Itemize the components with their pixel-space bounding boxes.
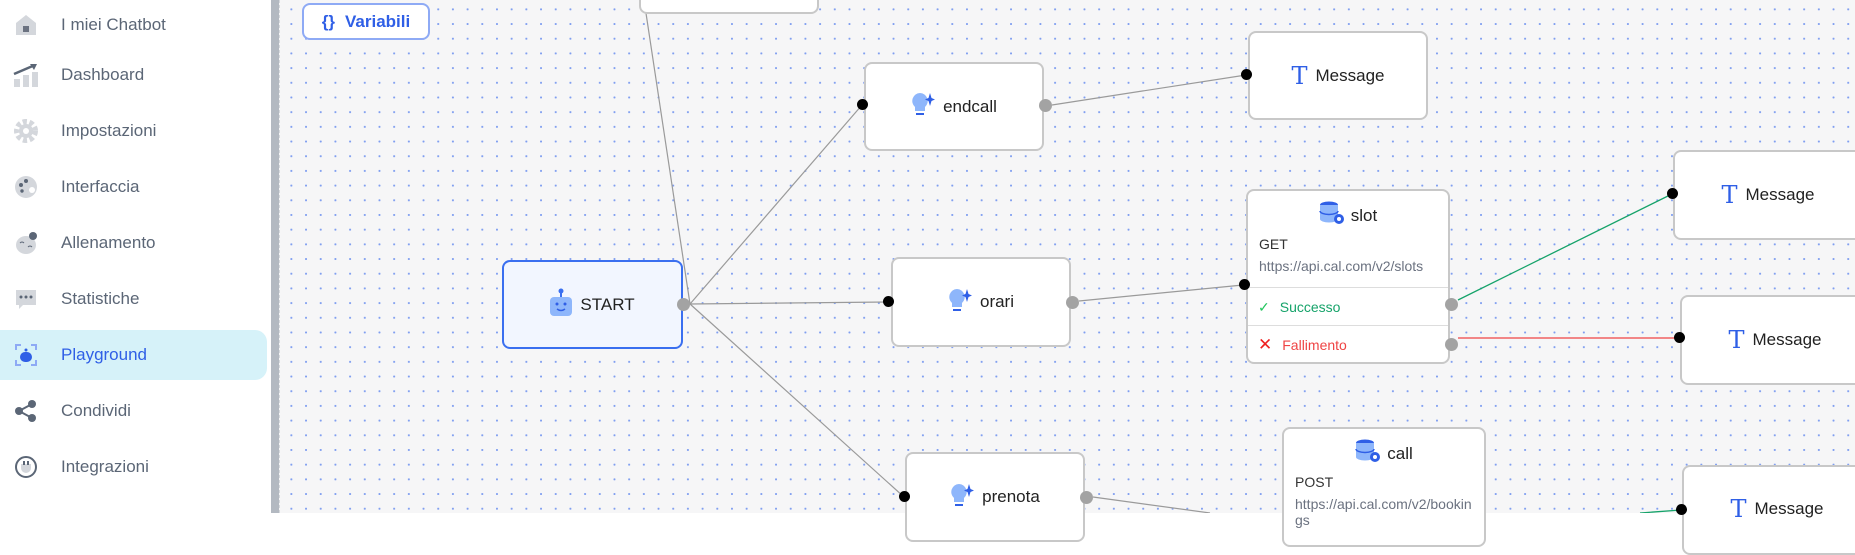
orari-output-handle[interactable]	[1066, 296, 1079, 309]
prenota-output-handle[interactable]	[1080, 491, 1093, 504]
sidebar-item-training[interactable]: Allenamento	[0, 218, 267, 268]
text-t-icon: T	[1291, 61, 1308, 90]
message-3-input-handle[interactable]	[1674, 332, 1685, 343]
chart-trend-icon	[12, 61, 40, 89]
edge-start-top	[643, 0, 691, 305]
success-label: Successo	[1279, 299, 1341, 315]
chat-dots-icon	[12, 285, 40, 313]
sidebar-item-interface[interactable]: Interfaccia	[0, 162, 267, 212]
lightbulb-sparkle-icon	[948, 287, 972, 318]
x-icon: ✕	[1258, 335, 1273, 354]
sidebar-item-label: Condividi	[61, 401, 131, 420]
node-label: Message	[1745, 185, 1815, 204]
message-2-input-handle[interactable]	[1667, 188, 1678, 199]
palette-icon	[12, 173, 40, 201]
sidebar-item-integrations[interactable]: Integrazioni	[0, 442, 267, 492]
slot-success-handle[interactable]	[1445, 298, 1458, 311]
sidebar-item-dashboard[interactable]: Dashboard	[0, 50, 267, 100]
sidebar-item-label: I miei Chatbot	[61, 15, 166, 34]
sidebar-item-chatbots[interactable]: I miei Chatbot	[0, 0, 267, 50]
slot-failure-handle[interactable]	[1445, 338, 1458, 351]
share-icon	[12, 397, 40, 425]
braces-icon: {}	[321, 11, 336, 31]
endcall-output-handle[interactable]	[1039, 99, 1052, 112]
edge-start-prenota	[689, 303, 905, 498]
node-partial-top[interactable]	[639, 0, 819, 14]
sidebar-item-label: Interfaccia	[61, 177, 140, 196]
node-label: prenota	[982, 487, 1040, 506]
start-output-handle[interactable]	[677, 298, 690, 311]
message-1-input-handle[interactable]	[1241, 69, 1252, 80]
robot-icon	[550, 288, 573, 321]
node-message-3[interactable]: T Message	[1680, 295, 1855, 385]
sidebar-item-label: Integrazioni	[61, 457, 149, 476]
node-label: Message	[1752, 330, 1822, 349]
database-gear-icon	[1319, 201, 1345, 230]
edge-start-endcall	[689, 104, 863, 305]
node-message-1[interactable]: T Message	[1248, 31, 1428, 120]
sidebar-item-settings[interactable]: Impostazioni	[0, 106, 267, 156]
edge-prenota-call	[1092, 496, 1211, 513]
database-gear-icon	[1355, 439, 1381, 468]
orari-input-handle[interactable]	[883, 296, 894, 307]
node-message-4[interactable]: T Message	[1682, 465, 1855, 555]
sidebar-item-label: Playground	[61, 345, 148, 364]
node-label: Message	[1315, 65, 1385, 85]
flow-canvas[interactable]	[279, 0, 1855, 513]
node-label: Message	[1754, 499, 1824, 518]
text-t-icon: T	[1721, 181, 1738, 209]
plug-icon	[12, 453, 40, 481]
sidebar-item-label: Dashboard	[61, 65, 145, 84]
home-icon	[12, 11, 40, 39]
variables-button[interactable]: {} Variabili	[302, 3, 430, 40]
edge-endcall-message	[1051, 74, 1247, 106]
node-api-slot[interactable]: slot GET https://api.cal.com/v2/slots ✓ S…	[1246, 189, 1450, 364]
sidebar-resize-handle[interactable]	[271, 0, 279, 513]
sidebar-item-statistics[interactable]: Statistiche	[0, 274, 267, 324]
sidebar-item-share[interactable]: Condividi	[0, 386, 267, 436]
prenota-input-handle[interactable]	[899, 491, 910, 502]
lightbulb-sparkle-icon	[911, 91, 936, 122]
message-4-input-handle[interactable]	[1676, 504, 1687, 515]
sidebar: I miei Chatbot Dashboard Impostazioni In…	[0, 0, 271, 513]
endpoint-url: https://api.cal.com/v2/bookings	[1295, 496, 1472, 528]
node-label: START	[580, 294, 635, 314]
sidebar-item-label: Allenamento	[61, 233, 156, 252]
edge-orari-slot	[1078, 284, 1244, 302]
slot-input-handle[interactable]	[1239, 279, 1250, 290]
node-label: endcall	[943, 96, 997, 116]
check-icon: ✓	[1258, 298, 1270, 315]
robot-icon	[12, 341, 40, 369]
node-label: call	[1387, 443, 1413, 463]
sidebar-item-label: Statistiche	[61, 289, 140, 308]
http-method: GET	[1259, 236, 1288, 252]
edge-start-orari	[689, 301, 889, 305]
gear-icon	[12, 117, 40, 145]
sidebar-item-label: Impostazioni	[61, 121, 157, 140]
node-endcall[interactable]: endcall	[864, 62, 1044, 151]
node-label: slot	[1350, 205, 1378, 225]
failure-branch: ✕ Fallimento	[1248, 325, 1448, 362]
edge-slot-success	[1457, 193, 1673, 301]
text-t-icon: T	[1730, 495, 1747, 523]
http-method: POST	[1295, 474, 1334, 490]
sidebar-item-playground[interactable]: Playground	[0, 330, 267, 380]
success-branch: ✓ Successo	[1248, 287, 1448, 326]
endpoint-url: https://api.cal.com/v2/slots	[1259, 258, 1424, 274]
node-prenota[interactable]: prenota	[905, 452, 1085, 542]
text-t-icon: T	[1728, 326, 1745, 354]
node-orari[interactable]: orari	[891, 257, 1071, 347]
node-label: orari	[979, 292, 1014, 311]
endcall-input-handle[interactable]	[857, 99, 868, 110]
brain-icon	[12, 229, 40, 257]
variables-label: Variabili	[345, 11, 411, 31]
node-message-2[interactable]: T Message	[1673, 150, 1855, 240]
failure-label: Fallimento	[1282, 337, 1347, 353]
lightbulb-sparkle-icon	[950, 482, 975, 513]
node-api-call[interactable]: call POST https://api.cal.com/v2/booking…	[1282, 427, 1486, 547]
node-start[interactable]: START	[502, 260, 683, 349]
